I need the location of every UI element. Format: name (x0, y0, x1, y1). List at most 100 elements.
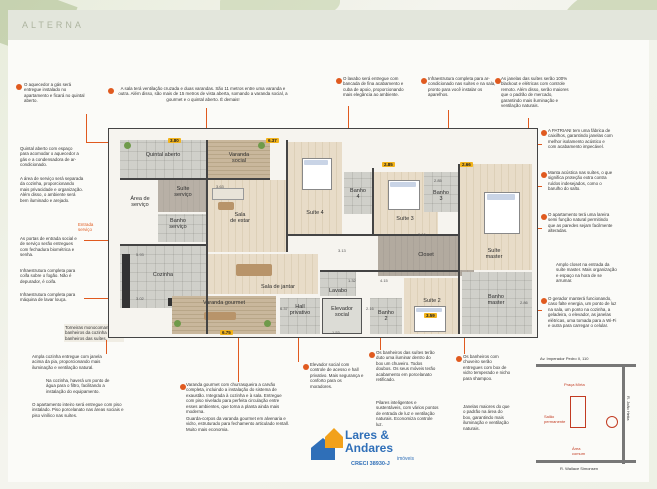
wall (320, 270, 460, 272)
marker-pin (541, 214, 547, 220)
dimension-badge: 6.37 (266, 138, 279, 143)
marker-pin (180, 384, 186, 390)
plant (258, 142, 265, 149)
dimension-label: 3.13 (338, 248, 346, 253)
agency-name-line2: Andares (345, 441, 394, 455)
note-box-vidro: Os banheiros com chuveiro serão entregue… (463, 354, 511, 381)
street-label: Av. Imperador Pedro II, 110 (540, 356, 589, 361)
agency-name-line1: Lares & (345, 428, 390, 442)
pillow (390, 182, 416, 187)
wall (120, 178, 270, 180)
leader-line (206, 108, 207, 130)
road (536, 460, 636, 463)
gourmet-table (204, 312, 236, 320)
room-label-suite-master: Suíte master (485, 248, 503, 260)
leader-line (380, 328, 381, 350)
note-patriani: A PATRIANI tem uma fábrica de caixilhos,… (548, 128, 613, 150)
room-label-varanda-gourmet: Varanda gourmet (202, 300, 246, 306)
dimension-label: 3.02 (136, 296, 144, 301)
legend-label: Salão permanente (544, 414, 566, 424)
road (622, 364, 625, 464)
pillow (304, 160, 328, 165)
wall (120, 244, 206, 246)
dimension-badge: 2.66 (460, 162, 473, 167)
marker-pin (336, 78, 342, 84)
room-label-suite2: Suíte 2 (423, 298, 441, 304)
dimension-label: 1.32 (348, 278, 356, 283)
note-maquina-louca: Infraestrutura completa para máquina de … (20, 292, 76, 303)
room-label-sala-jantar: Sala de jantar (261, 284, 295, 290)
wall (286, 140, 288, 252)
dimension-label: 1.53 (332, 330, 340, 335)
kitchen-counter (122, 254, 130, 308)
marker-pin (456, 356, 462, 362)
marker-pin (16, 84, 22, 90)
room-quintal (120, 140, 206, 178)
wall (458, 164, 460, 334)
note-guarda-corpos: Guarda-corpos da varanda gourmet em alve… (186, 416, 289, 432)
note-filtro: Na cozinha, haverá um ponto de água para… (46, 378, 110, 394)
room-banho3 (424, 172, 458, 212)
dimension-label: 2.85 (434, 178, 442, 183)
room-label-closet: Closet (418, 252, 434, 258)
note-lavabo: O lavabo será entregue com bancada de fi… (343, 76, 404, 98)
note-banheiros-suites: Os banheiros das suítes terão duto uma i… (376, 350, 436, 383)
plant (264, 320, 271, 327)
note-portas-entrada: As portas de entrada social e de serviço… (20, 236, 77, 258)
leader-line (106, 340, 107, 354)
room-banho2 (370, 298, 402, 334)
room-label-banho4: Banho 4 (350, 188, 366, 200)
room-label-banho2: Banho 2 (378, 310, 394, 322)
street-label: R. Wallace Simonsen (560, 466, 599, 471)
note-gerador: O gerador manterá funcionando, caso falt… (548, 296, 617, 329)
marker-pin (495, 78, 501, 84)
label-entrada-servico: Entrada serviço (78, 222, 94, 233)
room-elevador (322, 298, 362, 334)
legend-label: Praça Mírta (564, 382, 585, 387)
leader-line (348, 106, 349, 146)
note-sala-ventilacao: A sala terá ventilação cruzada e duas va… (118, 86, 288, 102)
road (536, 364, 636, 367)
floorplan: Quintal aberto Suíte serviço Área de ser… (108, 128, 538, 338)
marker-pin (421, 78, 427, 84)
note-lareira: O apartamento terá uma lareira semi funç… (548, 212, 613, 234)
legend-label: Área comum (572, 446, 586, 456)
note-janelas-box: Janelas maiores do que o padrão na área … (463, 404, 510, 431)
room-banho-servico (158, 214, 206, 242)
note-closet: Amplo closet na entrada da suíte master.… (556, 262, 617, 284)
coffee-table (218, 202, 234, 210)
marker-pin (108, 88, 114, 94)
room-label-banho3: Banho 3 (433, 190, 449, 202)
agency-creci: CRECI 38930-J (351, 461, 390, 467)
room-label-sala-estar: Sala de estar (230, 212, 250, 224)
block-marker (570, 396, 586, 428)
room-lavabo (320, 272, 356, 296)
room-label-lavabo: Lavabo (328, 288, 348, 294)
note-pilares: Pilares inteligentes e sustentáveis, com… (376, 400, 439, 427)
note-piso: O apartamento inteiro será entregue com … (32, 402, 124, 418)
note-ar-condicionado: Infraestrutura completa para ar-condicio… (428, 76, 496, 98)
room-label-varanda-social: Varanda social (228, 152, 250, 164)
floorplan-sheet: ALTERNA O aquecedor a gás será entregue … (8, 10, 657, 482)
leader-line (464, 322, 465, 354)
dimension-label: 2.86 (520, 300, 528, 305)
sheet-header: ALTERNA (8, 10, 657, 40)
dimension-label: 3.10 (418, 232, 426, 237)
dimension-badge: 3.80 (168, 138, 181, 143)
marker-pin (541, 130, 547, 136)
room-banho4 (344, 172, 372, 214)
room-banho-master (462, 272, 532, 334)
leader-line (86, 142, 112, 143)
pillow (416, 308, 442, 312)
leader-line (298, 324, 299, 362)
marker-pin (541, 172, 547, 178)
dimension-label: 2.16 (366, 306, 374, 311)
room-label-cozinha: Cozinha (152, 272, 174, 278)
leader-line (84, 240, 114, 241)
brand-label: ALTERNA (22, 20, 84, 30)
pillow (487, 194, 515, 200)
dimension-label: 3.63 (216, 184, 224, 189)
marker-pin (303, 364, 309, 370)
room-suite-servico (158, 180, 206, 212)
wall (288, 234, 460, 236)
